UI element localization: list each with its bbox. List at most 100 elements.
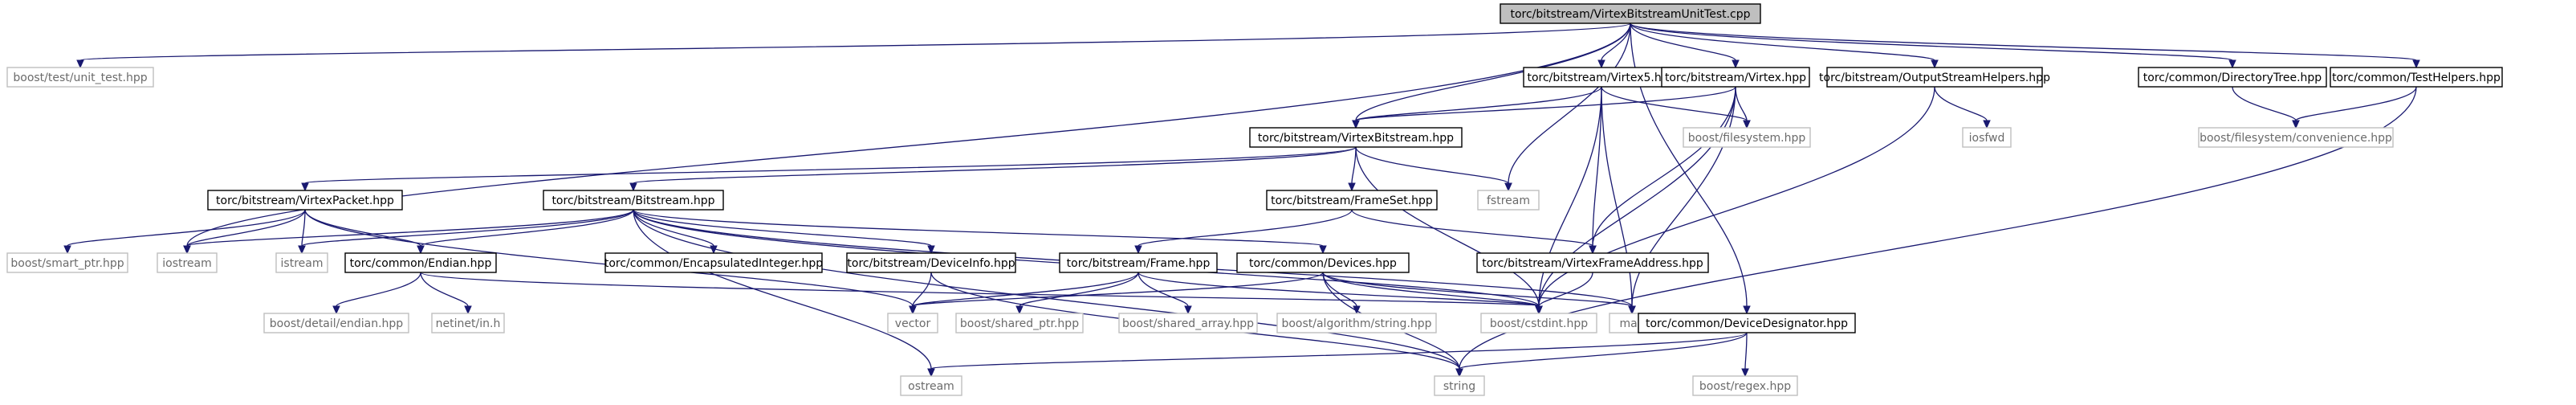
node-box bbox=[1434, 375, 1485, 396]
edge-frame-to-sharedptr bbox=[1015, 272, 1139, 315]
edge-outhelpers-to-cstdint bbox=[1535, 86, 1935, 315]
node-string: string bbox=[1434, 375, 1485, 396]
node-frame[interactable]: torc/bitstream/Frame.hpp bbox=[1059, 252, 1218, 273]
arrowhead bbox=[1319, 245, 1327, 255]
node-label: boost/detail/endian.hpp bbox=[270, 317, 404, 330]
node-label: torc/bitstream/VirtexPacket.hpp bbox=[216, 194, 394, 207]
edge-vpacket-to-smartptr bbox=[63, 209, 306, 255]
node-convenience: boost/filesystem/convenience.hpp bbox=[2198, 127, 2394, 148]
node-bitstream[interactable]: torc/bitstream/Bitstream.hpp bbox=[543, 190, 724, 211]
node-label: iostream bbox=[162, 257, 212, 270]
node-outhelpers[interactable]: torc/bitstream/OutputStreamHelpers.hpp bbox=[1819, 67, 2050, 88]
node-label: istream bbox=[281, 257, 324, 270]
edge-endian-to-netinet bbox=[420, 272, 472, 315]
edge-root-to-outhelpers bbox=[1630, 22, 1939, 69]
node-label: torc/bitstream/OutputStreamHelpers.hpp bbox=[1819, 72, 2050, 84]
edge-root-to-unit_test bbox=[76, 22, 1631, 69]
node-box bbox=[431, 313, 505, 333]
edge-vframeaddr-to-cstdint bbox=[1535, 272, 1593, 315]
node-box bbox=[1249, 127, 1463, 148]
node-label: boost/cstdint.hpp bbox=[1490, 317, 1588, 330]
node-box bbox=[1962, 127, 2012, 148]
arrowhead bbox=[63, 245, 71, 255]
edge-bitstream-to-devices bbox=[633, 209, 1327, 255]
edge-devdesig-to-regex bbox=[1741, 332, 1749, 378]
node-box bbox=[157, 252, 218, 273]
node-label: ostream bbox=[908, 380, 954, 393]
arrowhead bbox=[1348, 182, 1356, 192]
node-box bbox=[887, 313, 938, 333]
edge-virtex-to-map bbox=[1628, 86, 1736, 315]
edge-vbitstream-to-fstream bbox=[1355, 146, 1512, 192]
arrowhead bbox=[1732, 59, 1740, 69]
node-box bbox=[2198, 127, 2394, 148]
node-box bbox=[1477, 190, 1540, 211]
node-regex: boost/regex.hpp bbox=[1692, 375, 1798, 396]
arrowhead bbox=[2228, 59, 2236, 69]
arrowhead bbox=[1597, 59, 1605, 69]
node-box bbox=[263, 313, 409, 333]
arrowhead bbox=[332, 305, 340, 315]
node-label: netinet/in.h bbox=[436, 317, 501, 330]
node-label: torc/bitstream/Virtex5.hpp bbox=[1527, 72, 1675, 84]
node-virtex[interactable]: torc/bitstream/Virtex.hpp bbox=[1661, 67, 1810, 88]
node-root: torc/bitstream/VirtexBitstreamUnitTest.c… bbox=[1500, 3, 1761, 24]
node-label: boost/regex.hpp bbox=[1699, 380, 1791, 393]
node-label: torc/bitstream/VirtexFrameAddress.hpp bbox=[1482, 257, 1703, 270]
node-devdesig[interactable]: torc/common/DeviceDesignator.hpp bbox=[1638, 313, 1856, 333]
node-label: torc/common/Endian.hpp bbox=[350, 257, 492, 270]
node-label: vector bbox=[895, 317, 931, 330]
node-dirtree[interactable]: torc/common/DirectoryTree.hpp bbox=[2138, 67, 2327, 88]
node-devinfo[interactable]: torc/bitstream/DeviceInfo.hpp bbox=[846, 252, 1016, 273]
node-vpacket[interactable]: torc/bitstream/VirtexPacket.hpp bbox=[207, 190, 403, 211]
node-box bbox=[1266, 190, 1438, 211]
node-box bbox=[604, 252, 823, 273]
node-encint[interactable]: torc/common/EncapsulatedInteger.hpp bbox=[604, 252, 823, 273]
node-testhelpers[interactable]: torc/common/TestHelpers.hpp bbox=[2330, 67, 2503, 88]
arrowhead bbox=[1134, 245, 1142, 255]
node-endian[interactable]: torc/common/Endian.hpp bbox=[344, 252, 497, 273]
node-box bbox=[1638, 313, 1856, 333]
node-box bbox=[1236, 252, 1410, 273]
arrowhead bbox=[1352, 120, 1360, 129]
edge-devices-to-vector bbox=[909, 272, 1324, 315]
node-label: boost/test/unit_test.hpp bbox=[13, 72, 147, 84]
arrowhead bbox=[1504, 182, 1512, 192]
node-box bbox=[6, 252, 128, 273]
edge-virtex5-to-map bbox=[1601, 86, 1636, 315]
node-devices[interactable]: torc/common/Devices.hpp bbox=[1236, 252, 1410, 273]
edge-bitstream-to-endian bbox=[417, 209, 634, 255]
edge-virtex-to-vframeaddr bbox=[1589, 86, 1736, 255]
node-vbitstream[interactable]: torc/bitstream/VirtexBitstream.hpp bbox=[1249, 127, 1463, 148]
arrowhead bbox=[183, 245, 191, 255]
node-virtex5[interactable]: torc/bitstream/Virtex5.hpp bbox=[1523, 67, 1680, 88]
node-label: torc/bitstream/DeviceInfo.hpp bbox=[847, 257, 1015, 270]
node-label: string bbox=[1443, 380, 1475, 393]
node-box bbox=[1500, 3, 1761, 24]
node-box bbox=[1118, 313, 1258, 333]
arrowhead bbox=[927, 245, 935, 255]
node-label: torc/bitstream/FrameSet.hpp bbox=[1271, 194, 1433, 207]
node-unit_test: boost/test/unit_test.hpp bbox=[6, 67, 154, 88]
arrowhead bbox=[417, 245, 425, 255]
edge-root-to-testhelpers bbox=[1630, 22, 2420, 69]
node-label: torc/common/DirectoryTree.hpp bbox=[2143, 72, 2322, 84]
edge-dirtree-to-convenience bbox=[2232, 86, 2300, 129]
node-cstdint: boost/cstdint.hpp bbox=[1480, 313, 1597, 333]
node-label: torc/bitstream/Virtex.hpp bbox=[1665, 72, 1806, 84]
node-ostream: ostream bbox=[900, 375, 962, 396]
edge-virtex-to-vbitstream bbox=[1352, 86, 1736, 129]
node-istream: istream bbox=[275, 252, 328, 273]
edge-virtex-to-cstdint bbox=[1535, 86, 1736, 315]
arrowhead bbox=[1589, 245, 1597, 255]
node-box bbox=[1059, 252, 1218, 273]
node-box bbox=[2138, 67, 2327, 88]
node-frameset[interactable]: torc/bitstream/FrameSet.hpp bbox=[1266, 190, 1438, 211]
node-vframeaddr[interactable]: torc/bitstream/VirtexFrameAddress.hpp bbox=[1476, 252, 1709, 273]
node-box bbox=[846, 252, 1016, 273]
edge-devdesig-to-ostream bbox=[927, 332, 1748, 378]
node-box bbox=[275, 252, 328, 273]
node-algostring: boost/algorithm/string.hpp bbox=[1276, 313, 1437, 333]
edge-devdesig-to-string bbox=[1455, 332, 1748, 378]
edge-virtex5-to-cstdint bbox=[1535, 86, 1602, 315]
